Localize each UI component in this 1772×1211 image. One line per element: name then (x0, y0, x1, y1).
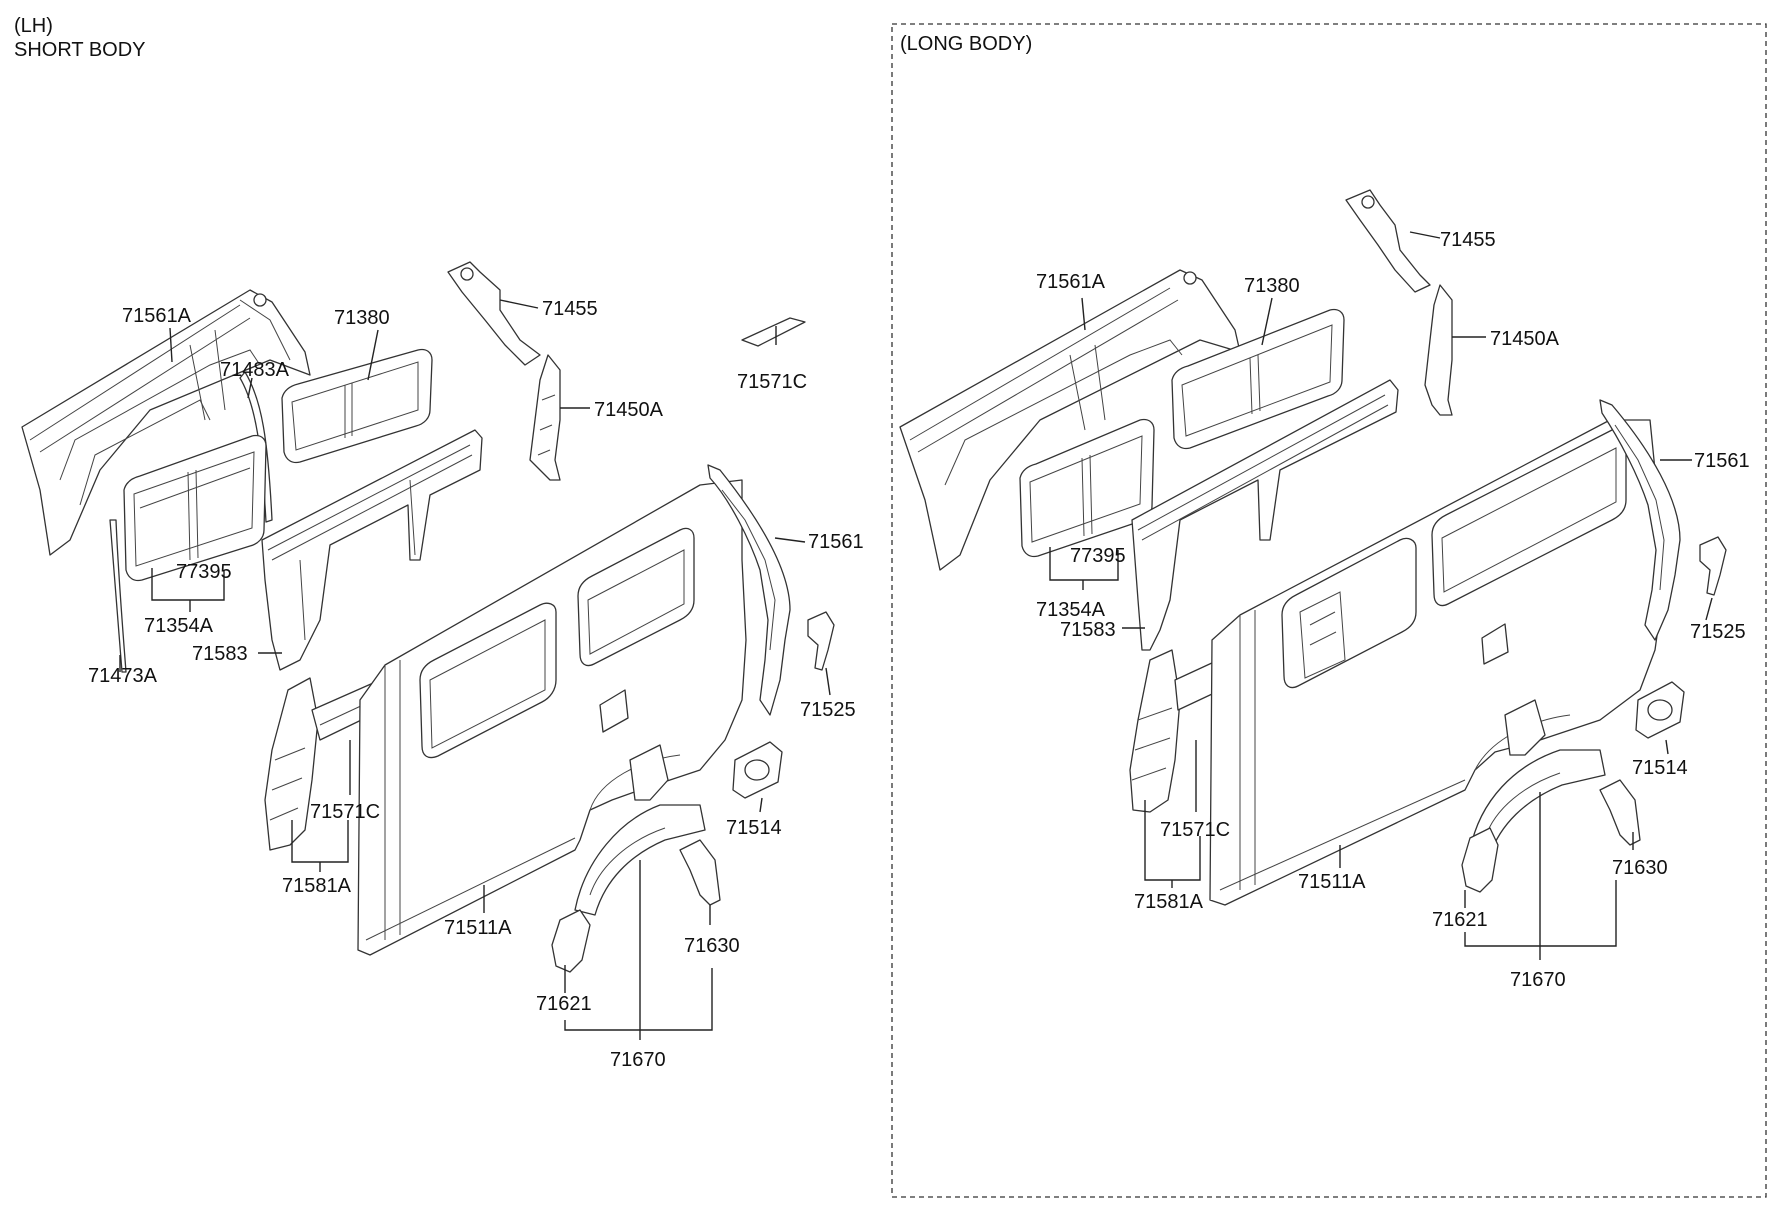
label-71525: 71525 (800, 699, 856, 721)
label-71514: 71514 (726, 817, 782, 839)
long-part-71630 (1599, 779, 1641, 846)
long-label-71571C: 71571C (1160, 819, 1230, 841)
long-labels: 71455 71561A 71380 71450A 71561 77395 71… (1036, 229, 1750, 991)
label-71483A: 71483A (220, 359, 290, 381)
long-label-71561A: 71561A (1036, 271, 1106, 293)
long-label-71561: 71561 (1694, 450, 1750, 472)
part-71380 (281, 348, 433, 464)
long-part-77395 (1019, 418, 1155, 558)
part-71525 (807, 611, 835, 671)
part-71670 (574, 744, 706, 916)
long-leader-lines (1049, 231, 1713, 960)
long-part-71450A (1424, 284, 1453, 416)
long-body-parts: 71455 71561A 71380 71450A 71561 77395 71… (899, 189, 1750, 991)
label-71450A: 71450A (594, 399, 664, 421)
label-71630: 71630 (684, 935, 740, 957)
long-body-title: (LONG BODY) (900, 33, 1032, 55)
long-part-71380 (1171, 308, 1345, 450)
label-77395: 77395 (176, 561, 232, 583)
part-71473A (109, 519, 127, 673)
long-label-71670: 71670 (1510, 969, 1566, 991)
long-part-71525 (1699, 536, 1727, 596)
part-71514 (732, 741, 783, 799)
long-label-71525: 71525 (1690, 621, 1746, 643)
long-part-71514 (1635, 681, 1685, 739)
long-part-71511A (1209, 419, 1663, 906)
label-71561: 71561 (808, 531, 864, 553)
short-leader-lines (119, 299, 831, 1040)
long-label-71621: 71621 (1432, 909, 1488, 931)
label-71670: 71670 (610, 1049, 666, 1071)
long-body-frame (891, 23, 1767, 1198)
part-71630 (679, 839, 721, 906)
label-71581A: 71581A (282, 875, 352, 897)
part-71511A (357, 479, 747, 956)
long-label-71354A: 71354A (1036, 599, 1106, 621)
long-label-71514: 71514 (1632, 757, 1688, 779)
part-71561A (21, 289, 311, 556)
short-labels: 71561A 71380 71483A 71455 71571C 71450A … (88, 298, 864, 1071)
label-71380: 71380 (334, 307, 390, 329)
label-71511A: 71511A (444, 917, 512, 939)
long-part-71561A (899, 269, 1241, 571)
label-71561A: 71561A (122, 305, 192, 327)
long-part-71621 (1461, 827, 1499, 893)
long-part-71561 (1599, 399, 1681, 641)
long-part-71583 (1131, 379, 1399, 651)
long-part-71455 (1345, 189, 1431, 293)
long-label-71581A: 71581A (1134, 891, 1204, 913)
long-label-71630: 71630 (1612, 857, 1668, 879)
part-71450A (529, 354, 561, 481)
long-label-71583: 71583 (1060, 619, 1116, 641)
short-body-title: SHORT BODY (14, 39, 146, 61)
label-71354A: 71354A (144, 615, 214, 637)
part-71571C-top (741, 317, 806, 347)
label-71571C-top: 71571C (737, 371, 807, 393)
long-label-71380: 71380 (1244, 275, 1300, 297)
part-77395 (123, 434, 267, 582)
long-part-71670 (1469, 699, 1606, 856)
label-71473A: 71473A (88, 665, 158, 687)
long-label-71450A: 71450A (1490, 328, 1560, 350)
label-71571C-low: 71571C (310, 801, 380, 823)
part-71583 (261, 429, 483, 671)
label-71583: 71583 (192, 643, 248, 665)
label-71455: 71455 (542, 298, 598, 320)
short-body-parts: 71561A 71380 71483A 71455 71571C 71450A … (21, 261, 864, 1071)
part-71621 (551, 909, 591, 973)
part-71561 (707, 464, 791, 716)
long-label-77395: 77395 (1070, 545, 1126, 567)
label-71621: 71621 (536, 993, 592, 1015)
long-label-71511A: 71511A (1298, 871, 1366, 893)
side-label: (LH) (14, 15, 53, 37)
part-71455 (447, 261, 541, 366)
long-label-71455: 71455 (1440, 229, 1496, 251)
